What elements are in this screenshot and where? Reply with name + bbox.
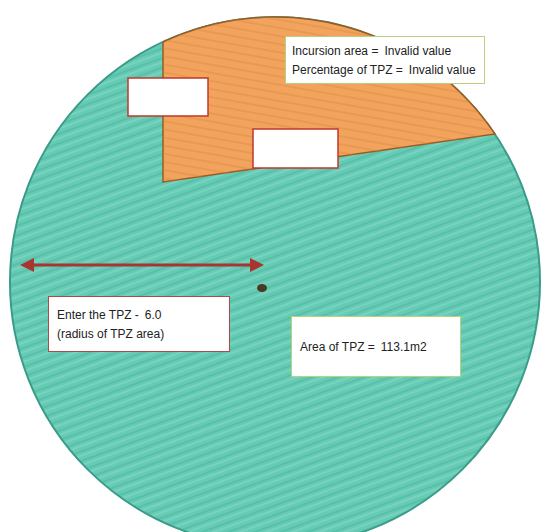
field-value: 6.0 [145, 308, 162, 322]
field-value: Invalid value [409, 63, 476, 77]
radius-arrow [32, 264, 252, 267]
incursion-area [163, 17, 495, 182]
empty-input-box [253, 129, 338, 168]
tpz-circle [10, 17, 540, 532]
field-label: Percentage of TPZ = [292, 63, 403, 77]
info-box: Incursion area =Invalid valuePercentage … [285, 36, 485, 84]
text-row: Incursion area = Invalid value [292, 41, 478, 60]
incursion-texture [163, 17, 495, 182]
crayon-texture [11, 18, 539, 532]
arrow-head [20, 258, 34, 272]
empty-input-box [128, 78, 208, 116]
text-row: (radius of TPZ area) [57, 324, 221, 343]
field-label: Enter the TPZ - [57, 308, 139, 322]
field-label: (radius of TPZ area) [57, 327, 164, 341]
text-row: Area of TPZ = 113.1m2 [300, 337, 452, 356]
field-label: Area of TPZ = [300, 340, 375, 354]
info-box: Enter the TPZ - 6.0 (radius of TPZ area) [48, 296, 230, 352]
field-value: 113.1m2 [381, 340, 427, 354]
text-row: Enter the TPZ - 6.0 [57, 305, 221, 324]
arrow-head [250, 258, 264, 272]
info-box: Area of TPZ = 113.1m2 [291, 316, 461, 377]
field-label: Incursion area = [292, 44, 378, 58]
tree-centre [257, 284, 267, 292]
field-value: Invalid value [384, 44, 451, 58]
text-row: Percentage of TPZ = Invalid value [292, 60, 478, 79]
